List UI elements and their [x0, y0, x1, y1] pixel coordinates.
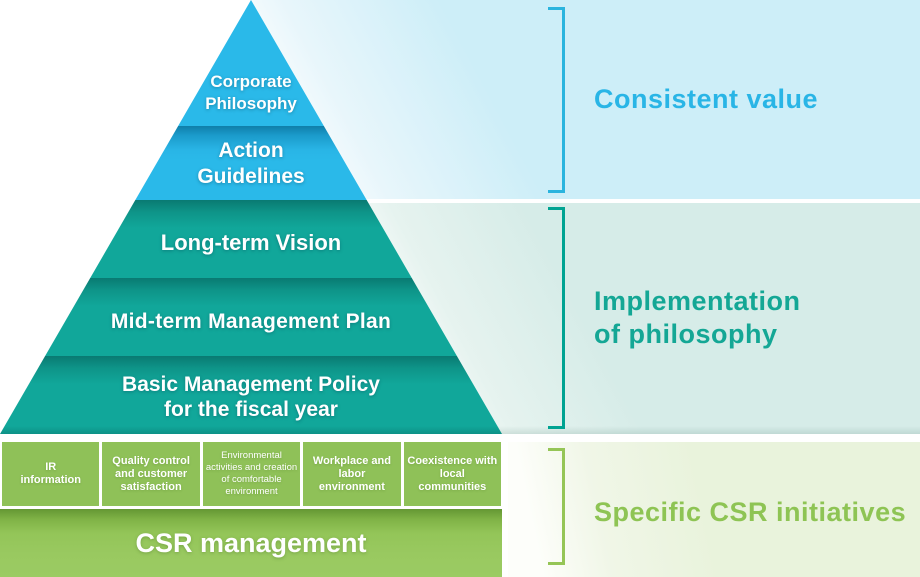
csr-block-ir-information: IR information — [2, 442, 100, 506]
pyramid-label-corporate-philosophy: Corporate Philosophy — [205, 72, 297, 113]
csr-block-coexistence-communities: Coexistence with local communities — [403, 442, 502, 506]
csr-block-environmental-activities: Environmental activities and creation of… — [202, 442, 301, 506]
bracket-implementation-of-philosophy — [548, 207, 565, 429]
pyramid-label-long-term-vision: Long-term Vision — [160, 230, 342, 255]
csr-block-workplace-labor: Workplace and labor environment — [303, 442, 401, 506]
pyramid-label-basic-management-policy: Basic Management Policy for the fiscal y… — [122, 373, 380, 421]
csr-management-band: CSR management — [0, 509, 502, 577]
bracket-consistent-value — [548, 7, 565, 193]
pyramid-label-action-guidelines: Action Guidelines — [197, 139, 305, 188]
pyramid-label-mid-term-management-plan: Mid-term Management Plan — [110, 310, 392, 333]
csr-initiative-blocks: IR information Quality control and custo… — [2, 442, 502, 506]
panel-consistent-value — [250, 0, 920, 199]
bracket-specific-csr-initiatives — [548, 448, 565, 565]
pyramid-layer-basic-management-policy — [0, 356, 502, 434]
section-label-consistent-value: Consistent value — [594, 84, 819, 114]
section-label-specific-csr-initiatives: Specific CSR initiatives — [594, 497, 907, 527]
section-label-implementation-of-philosophy: Implementation of philosophy — [594, 286, 801, 349]
csr-management-label: CSR management — [135, 527, 367, 558]
panel-specific-csr-initiatives — [508, 442, 920, 577]
csr-block-quality-control: Quality control and customer satisfactio… — [102, 442, 200, 506]
pyramid-layer-mid-term-management-plan — [0, 278, 502, 356]
